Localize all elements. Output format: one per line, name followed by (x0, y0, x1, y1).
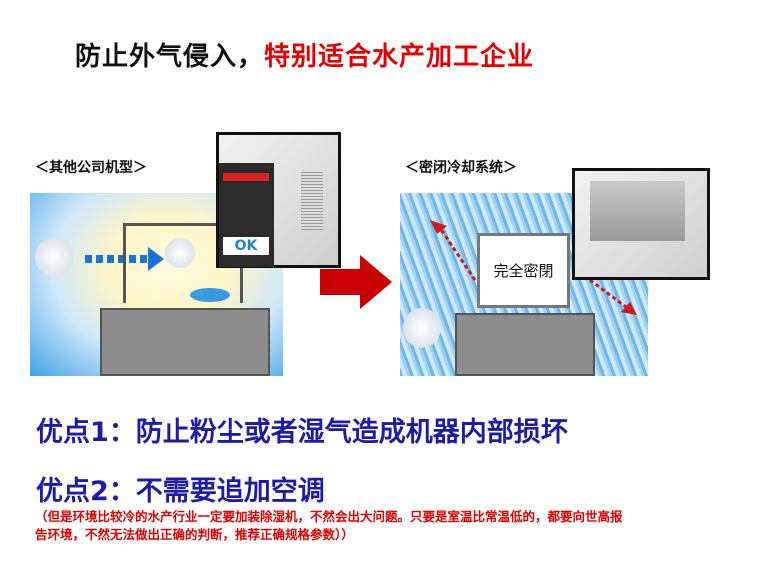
sealed-cabinet-photo (572, 168, 710, 280)
screen-ok-text: OK (223, 237, 269, 255)
note-line-1: （但是环境比较冷的水产行业一定要加装除湿机，不然会出大问题。只要是室温比常温低的… (35, 509, 623, 524)
sealed-enclosure-label: 完全密閉 (477, 233, 570, 308)
dust-cloud-icon (165, 238, 195, 268)
advantage-2: 优点2：不需要追加空调 (36, 476, 325, 507)
machine-base (455, 313, 595, 376)
advantage-1: 优点1：防止粉尘或者湿气造成机器内部损坏 (36, 417, 568, 448)
dust-cloud-icon (35, 238, 73, 276)
airflow-arrowhead-icon (148, 247, 164, 271)
right-label: ＜密闭冷却系统＞ (405, 160, 517, 176)
machine-base (100, 308, 270, 376)
control-screen: OK (219, 163, 274, 267)
right-arrow-icon (320, 255, 392, 309)
title-part1: 防止外气侵入， (75, 42, 265, 72)
screen-header (223, 173, 269, 181)
slide-title: 防止外气侵入，特别适合水产加工企业 (75, 36, 534, 73)
left-label: ＜其他公司机型＞ (35, 160, 147, 176)
water-puddle-icon (190, 288, 230, 302)
cabinet-body (590, 181, 685, 241)
deflected-airflow-arrows (430, 220, 637, 315)
airflow-arrow-icon (85, 255, 160, 263)
dust-cloud-icon (403, 308, 441, 348)
control-panel-photo: OK (216, 132, 341, 268)
note-line-2: 告环境，不然无法做出正确的判断，推荐正确规格参数）） (35, 527, 354, 542)
vent-grille (301, 170, 323, 230)
title-part2: 特别适合水产加工企业 (264, 42, 535, 72)
